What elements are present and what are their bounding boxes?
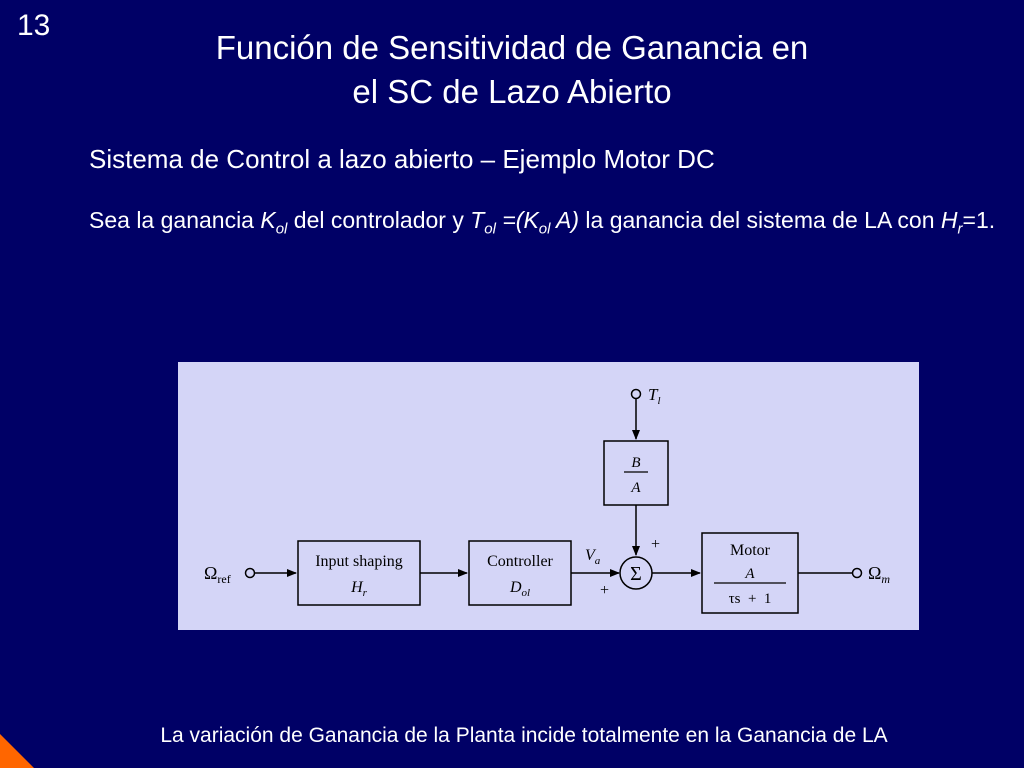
disturbance-gain-denominator: A <box>630 480 641 496</box>
body-text-1: Sea la ganancia <box>89 207 261 233</box>
body-text-6: =1. <box>962 207 996 233</box>
corner-accent-triangle <box>0 734 34 768</box>
plus-sign-top: + <box>651 536 660 553</box>
h-r-symbol: Hr <box>940 207 963 238</box>
plus-sign-bottom: + <box>600 582 609 599</box>
slide-title: Función de Sensitividad de Ganancia en e… <box>0 26 1024 114</box>
block-diagram: Ωref Input shaping Hr Controller Dol Va … <box>178 362 919 630</box>
body-text-5: la ganancia del sistema de LA con <box>579 207 941 233</box>
input-shaping-label: Input shaping <box>315 553 403 570</box>
disturbance-tl-label: Tl <box>648 385 661 407</box>
body-text-3: =( <box>495 207 524 233</box>
body-text-4: A) <box>550 207 580 233</box>
controller-tf: Dol <box>509 579 530 599</box>
block-diagram-svg: Ωref Input shaping Hr Controller Dol Va … <box>204 385 890 614</box>
slide-number: 13 <box>17 9 51 42</box>
k-ol-symbol: Kol <box>260 207 288 238</box>
input-shaping-tf: Hr <box>350 579 368 599</box>
disturbance-gain-numerator: B <box>631 455 640 471</box>
output-terminal <box>851 567 863 579</box>
input-omega-ref-label: Ωref <box>204 563 231 586</box>
disturbance-terminal <box>630 388 642 400</box>
motor-tf-numerator: A <box>744 566 755 582</box>
slide-subtitle: Sistema de Control a lazo abierto – Ejem… <box>89 144 715 174</box>
input-terminal <box>244 567 256 579</box>
footer-note: La variación de Ganancia de la Planta in… <box>160 724 888 747</box>
body-text-2: del controlador y <box>287 207 471 233</box>
body-paragraph: Sea la ganancia Kol del controlador y To… <box>89 203 1009 247</box>
controller-label: Controller <box>487 553 553 570</box>
t-ol-symbol: Tol <box>470 207 496 238</box>
k-ol-symbol-2: Kol <box>523 207 551 238</box>
va-label: Va <box>585 547 601 567</box>
motor-tf-denominator: τs + 1 <box>729 591 772 607</box>
sum-symbol: Σ <box>630 563 642 585</box>
title-line-2: el SC de Lazo Abierto <box>352 73 672 110</box>
output-omega-m-label: Ωm <box>868 563 890 586</box>
title-line-1: Función de Sensitividad de Ganancia en <box>215 29 809 66</box>
motor-label: Motor <box>730 542 771 559</box>
